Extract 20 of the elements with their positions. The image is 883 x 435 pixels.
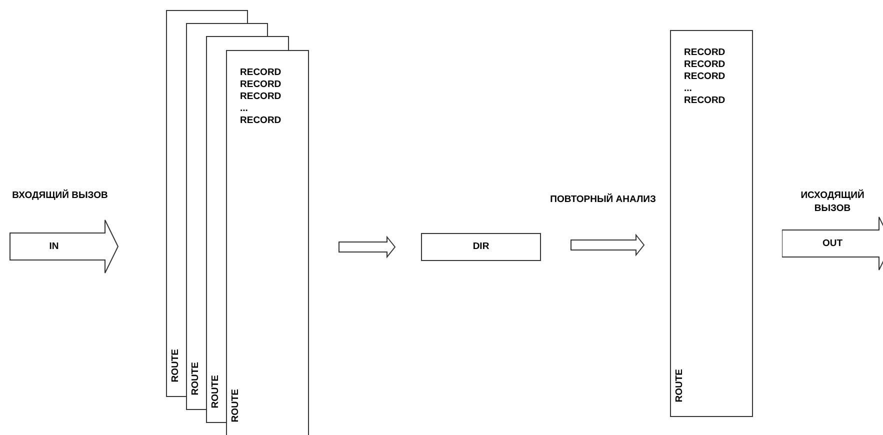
record-list: RECORD RECORD RECORD ... RECORD <box>240 67 282 127</box>
record-card <box>670 30 753 417</box>
route-label: ROUTE <box>674 369 686 402</box>
route-label: ROUTE <box>230 389 242 422</box>
record-list: RECORD RECORD RECORD ... RECORD <box>684 47 726 107</box>
route-label: ROUTE <box>170 349 182 382</box>
record-card <box>226 50 309 435</box>
arrow-heading: ИСХОДЯЩИЙ ВЫЗОВ <box>800 189 866 215</box>
arrow <box>570 234 645 256</box>
arrow-label: IN <box>48 240 60 252</box>
arrow <box>338 236 396 258</box>
arrow-label: OUT <box>821 236 844 250</box>
route-label: ROUTE <box>190 362 202 396</box>
record-card <box>186 23 206 410</box>
process-box <box>421 233 541 261</box>
record-card <box>166 10 186 397</box>
route-label: ROUTE <box>210 375 222 408</box>
box-label: DIR <box>472 241 490 253</box>
record-card <box>206 36 226 423</box>
arrow-heading: ВХОДЯЩИЙ ВЫЗОВ <box>11 189 109 202</box>
